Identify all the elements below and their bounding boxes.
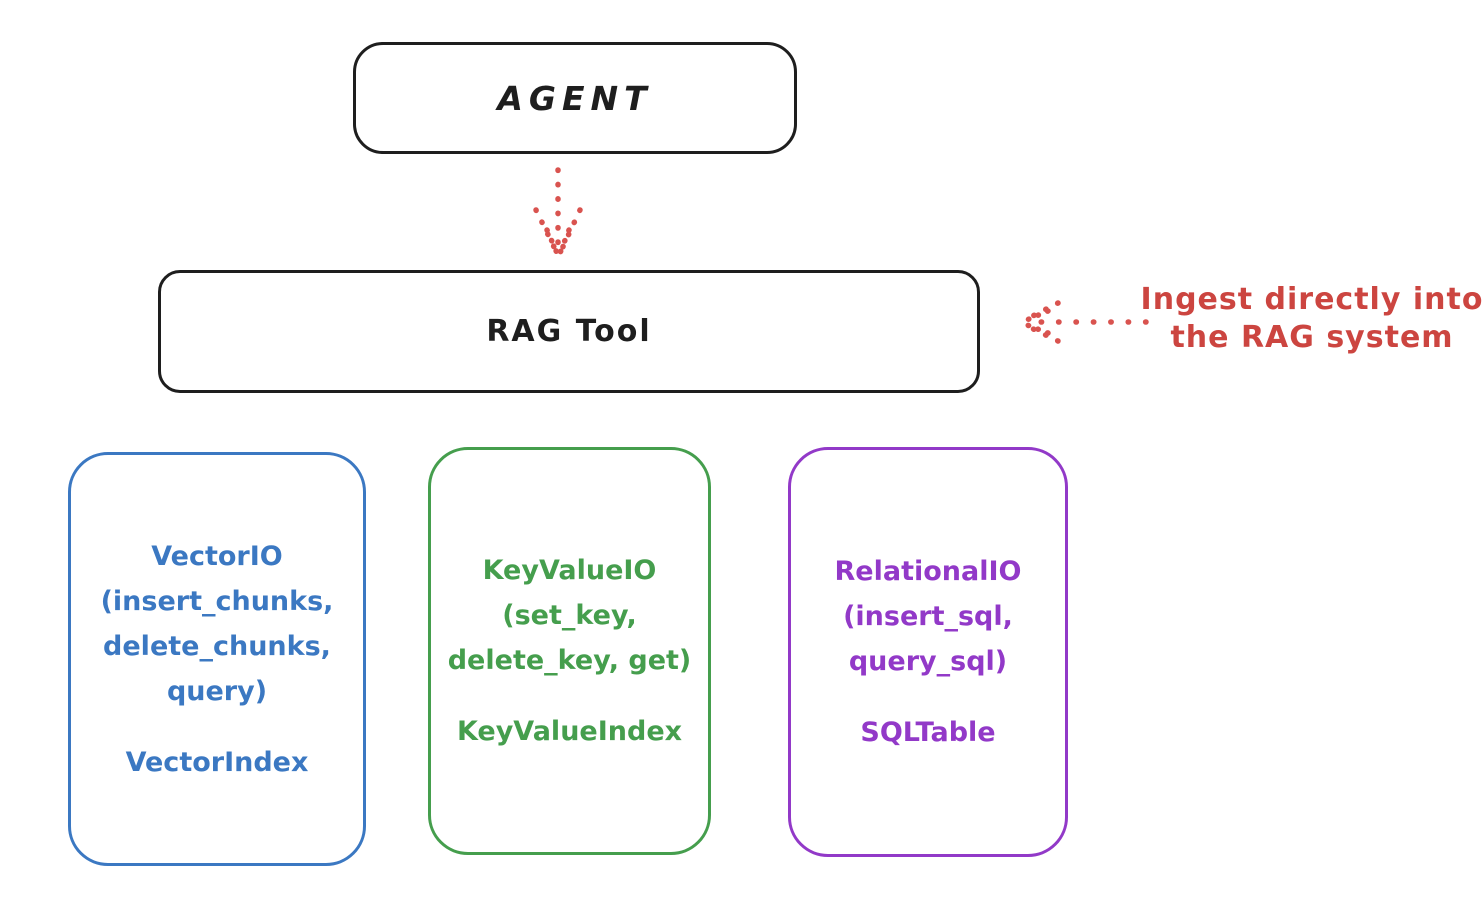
agent-node-label: AGENT (497, 78, 653, 118)
store-line: RelationalIO (834, 556, 1022, 587)
ingest-annotation: Ingest directly into the RAG system (1140, 281, 1484, 357)
relational-io-box: RelationalIO (insert_sql, query_sql) SQL… (788, 447, 1068, 857)
rag-tool-node: RAG Tool (158, 270, 980, 393)
store-line: delete_key, get) (447, 645, 692, 676)
vector-index-label: VectorIndex (125, 746, 309, 778)
store-line: VectorIO (151, 540, 283, 572)
relational-io-methods: RelationalIO (insert_sql, query_sql) (835, 549, 1022, 684)
store-line: query_sql) (848, 646, 1008, 677)
ingest-annotation-line1: Ingest directly into (1140, 282, 1484, 317)
store-line: query) (166, 675, 268, 707)
agent-node: AGENT (353, 42, 797, 154)
sql-table-label: SQLTable (860, 717, 996, 748)
rag-tool-node-label: RAG Tool (486, 314, 652, 349)
store-line: (set_key, (502, 600, 637, 631)
ingest-annotation-line2: the RAG system (1170, 320, 1454, 355)
key-value-io-box: KeyValueIO (set_key, delete_key, get) Ke… (428, 447, 711, 855)
store-line: delete_chunks, (103, 630, 331, 662)
key-value-io-methods: KeyValueIO (set_key, delete_key, get) (448, 548, 692, 683)
vector-io-methods: VectorIO (insert_chunks, delete_chunks, … (101, 534, 334, 714)
store-line: (insert_chunks, (100, 585, 334, 617)
vector-io-box: VectorIO (insert_chunks, delete_chunks, … (68, 452, 366, 866)
key-value-index-label: KeyValueIndex (456, 716, 683, 747)
store-line: KeyValueIO (482, 555, 657, 586)
store-line: (insert_sql, (843, 601, 1013, 632)
annotation-to-ragtool-arrow (1019, 300, 1149, 344)
agent-to-ragtool-arrow (533, 167, 583, 256)
